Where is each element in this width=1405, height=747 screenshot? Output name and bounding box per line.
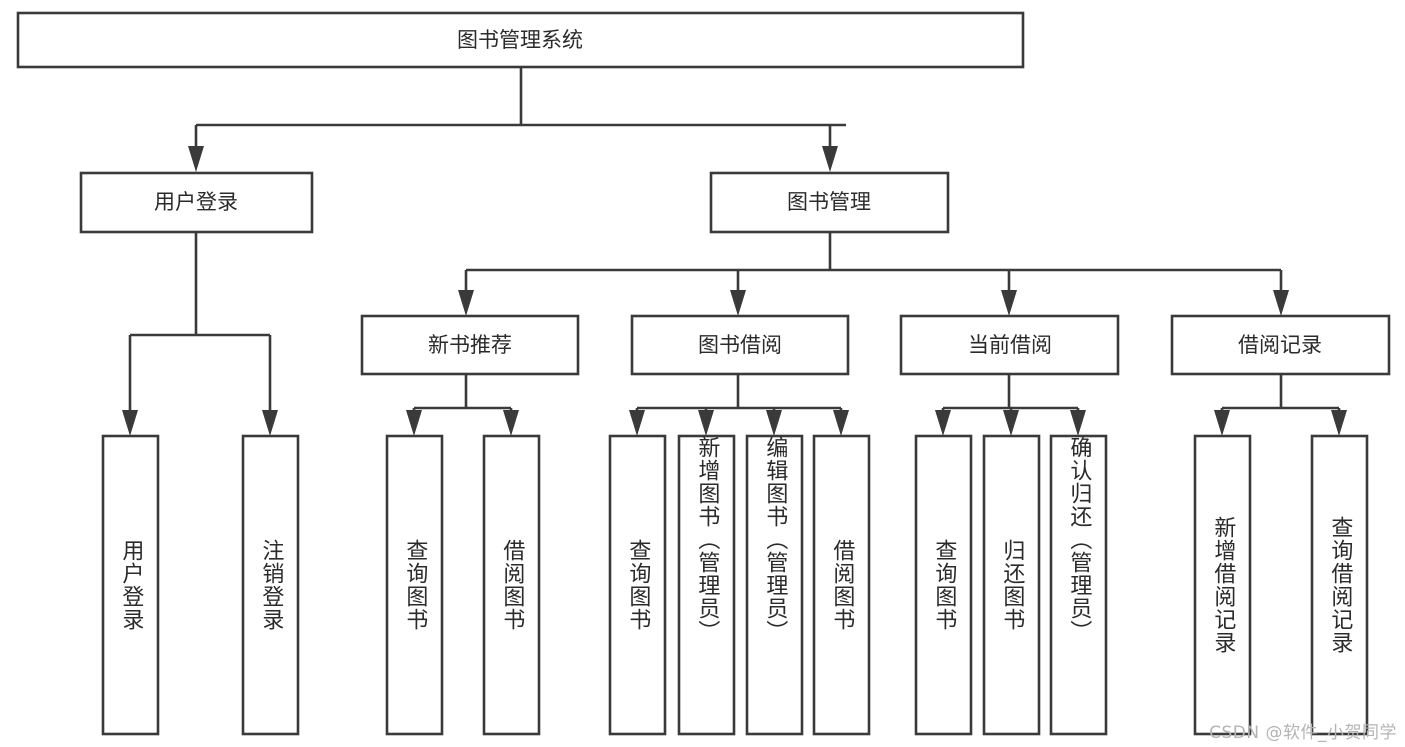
leaf-new-book-2[interactable] [482,434,541,736]
leaf-book-borrow-2[interactable] [677,434,736,736]
leaf-current-borrow-3[interactable] [1049,434,1108,736]
connector-bookborrow-to-leaves [629,374,849,436]
leaf-book-borrow-3[interactable] [745,434,804,736]
node-current-borrow[interactable]: 当前借阅 [899,314,1120,376]
connector-newbook-to-leaves [406,374,519,436]
node-book-management-label: 图书管理 [787,190,871,214]
node-book-borrow[interactable]: 图书借阅 [630,314,850,376]
connector-currentborrow-to-leaves [935,374,1086,436]
leaf-new-book-1[interactable] [385,434,444,736]
csdn-watermark: CSDN @软件_小贺同学 [1209,723,1397,743]
node-user-login[interactable]: 用户登录 [79,171,314,234]
node-borrow-record-label: 借阅记录 [1238,333,1322,357]
leaf-current-borrow-1[interactable] [914,434,973,736]
leaf-user-login-1[interactable] [101,434,160,736]
connector-root-to-level2 [188,67,846,172]
node-root-system[interactable]: 图书管理系统 [16,11,1025,69]
leaf-borrow-record-2[interactable] [1310,434,1369,736]
node-root-system-label: 图书管理系统 [457,28,583,52]
leaf-user-login-2[interactable] [241,434,300,736]
leaf-current-borrow-2[interactable] [982,434,1041,736]
connector-borrowrecord-to-leaves [1214,374,1347,436]
node-borrow-record[interactable]: 借阅记录 [1170,314,1391,376]
node-user-login-label: 用户登录 [154,190,238,214]
node-new-book-recommend[interactable]: 新书推荐 [360,314,580,376]
node-book-borrow-label: 图书借阅 [698,333,782,357]
leaf-book-borrow-4[interactable] [812,434,871,736]
node-book-management[interactable]: 图书管理 [709,171,950,234]
connector-userlogin-to-leaves [122,232,278,436]
leaf-borrow-record-1[interactable] [1193,434,1252,736]
node-new-book-recommend-label: 新书推荐 [428,333,512,357]
connector-bookmgmt-to-level3 [458,232,1289,316]
leaf-book-borrow-1[interactable] [608,434,667,736]
node-current-borrow-label: 当前借阅 [968,333,1052,357]
